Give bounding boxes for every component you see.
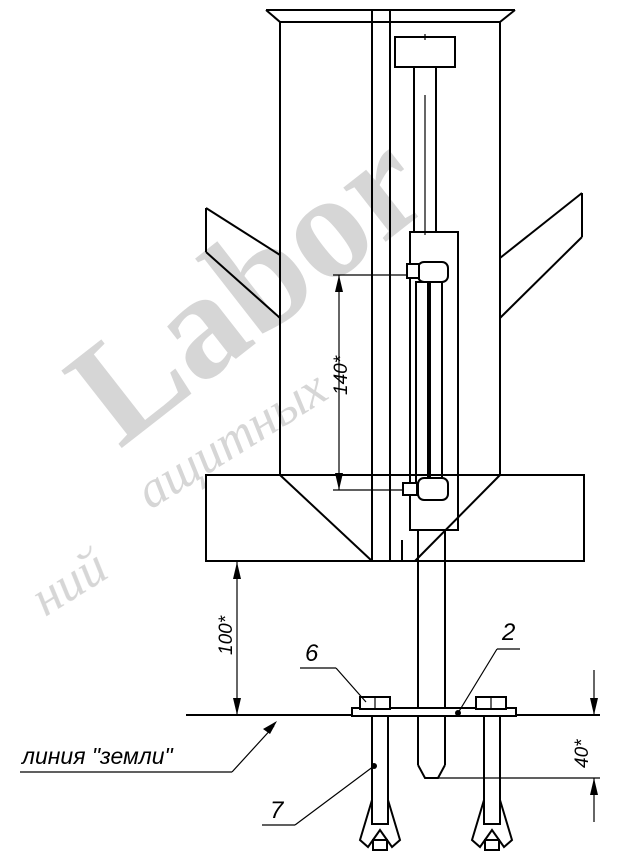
- callout-item-6: 6: [300, 640, 367, 703]
- callout-7-label: 7: [270, 797, 285, 824]
- right-bracket: [499, 192, 583, 319]
- top-cap: [394, 34, 456, 68]
- dimension-anchor-depth: 40*: [438, 670, 600, 822]
- clamp-bracket: [402, 231, 459, 531]
- left-bracket: [205, 207, 281, 319]
- callout-2-label: 2: [501, 619, 515, 646]
- dimension-140-label: 140*: [331, 355, 352, 395]
- dimension-100-label: 100*: [216, 615, 237, 655]
- column-body: [265, 9, 516, 560]
- callout-ground-line: линия "земли": [20, 721, 277, 773]
- right-anchor-bolt: [470, 696, 514, 851]
- dimension-clamp-spacing: 140*: [331, 274, 408, 491]
- base-footing: [205, 474, 585, 562]
- svg-text:ний: ний: [21, 538, 117, 628]
- callout-item-7: 7: [262, 765, 375, 826]
- vertical-rod: [413, 67, 446, 779]
- callout-6-label: 6: [305, 640, 319, 667]
- dimension-ground-clearance: 100*: [216, 562, 241, 715]
- callout-item-2: 2: [457, 619, 520, 714]
- ground-line-label: линия "земли": [20, 743, 175, 769]
- left-anchor-bolt: [358, 696, 402, 851]
- dimension-40-label: 40*: [572, 739, 593, 768]
